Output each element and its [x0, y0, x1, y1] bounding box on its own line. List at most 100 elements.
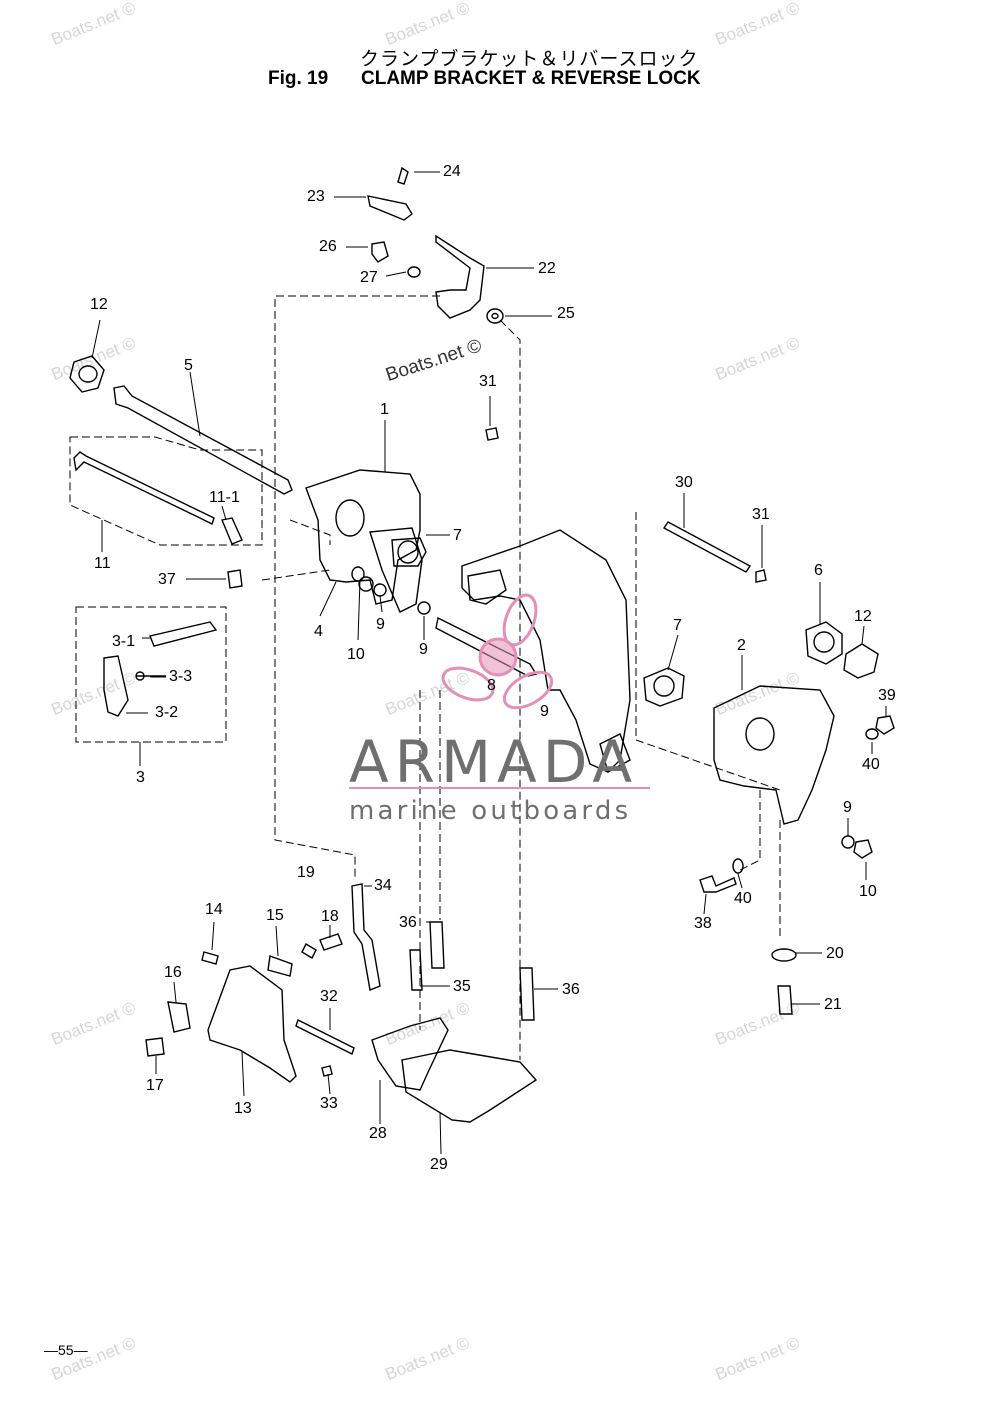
callout-11-1: 11-1 — [209, 489, 240, 506]
part-7-bushing — [643, 667, 685, 707]
figure-title: CLAMP BRACKET & REVERSE LOCK — [361, 68, 701, 89]
callout-29: 29 — [430, 1156, 448, 1173]
callout-9-a: 9 — [376, 616, 385, 633]
callout-8: 8 — [487, 677, 496, 694]
callout-11: 11 — [94, 555, 111, 572]
part-15-sleeve — [267, 955, 293, 977]
callout-28: 28 — [369, 1125, 387, 1142]
callout-7-right: 7 — [673, 617, 682, 634]
callout-31-right: 31 — [752, 506, 770, 523]
leader-line — [189, 371, 201, 437]
part-36-spring — [429, 921, 445, 969]
leader-line — [385, 271, 407, 277]
part-10-nut — [358, 576, 374, 592]
callout-17: 17 — [146, 1077, 164, 1094]
callout-4: 4 — [314, 623, 323, 640]
callout-13: 13 — [234, 1100, 252, 1117]
callout-14: 14 — [205, 901, 223, 918]
part-40-washer — [865, 728, 879, 740]
callout-3: 3 — [136, 769, 145, 786]
callout-9-c: 9 — [540, 703, 549, 720]
callout-26: 26 — [319, 238, 337, 255]
part-12-bushing — [69, 355, 105, 393]
leader-line — [357, 579, 361, 641]
leader-line — [275, 925, 279, 957]
part-36-spring — [519, 967, 535, 1021]
part-9-washer — [417, 601, 431, 615]
part-10-nut — [853, 839, 873, 859]
callout-15: 15 — [266, 907, 284, 924]
callout-40-right: 40 — [862, 756, 880, 773]
part-4-screw — [351, 566, 365, 582]
part-29-frame — [401, 1049, 538, 1123]
callout-16: 16 — [164, 964, 182, 981]
callout-35: 35 — [453, 978, 471, 995]
part-14-pin — [201, 951, 219, 965]
leader-line — [379, 595, 383, 613]
callout-3-3: 3-3 — [169, 668, 193, 685]
assembly-line — [75, 606, 227, 743]
callout-3-1: 3-1 — [112, 633, 136, 650]
part-3-2-cam — [103, 655, 129, 717]
part-20-cap — [771, 948, 797, 962]
part-1-clamp-bracket — [305, 469, 421, 605]
callout-1: 1 — [380, 401, 389, 418]
part-26-bolt — [371, 241, 389, 263]
callout-9-d: 9 — [843, 799, 852, 816]
callout-36-left: 36 — [399, 914, 417, 931]
part-34-link — [351, 883, 381, 991]
part-33-clip — [321, 1065, 333, 1077]
part-11-rod — [73, 451, 215, 525]
callout-36-right: 36 — [562, 981, 580, 998]
leader-line — [221, 505, 227, 521]
page-number: —55— — [44, 1342, 88, 1358]
part-32-pin — [295, 1019, 355, 1055]
leader-line — [703, 893, 707, 915]
part-31-clip — [755, 569, 767, 583]
part-12-bushing — [843, 643, 879, 679]
part-38-bolt — [699, 875, 737, 893]
callout-27: 27 — [360, 269, 378, 286]
callout-6: 6 — [814, 562, 823, 579]
callout-34: 34 — [374, 877, 392, 894]
part-30-shaft — [662, 521, 752, 573]
callout-9-b: 9 — [419, 641, 428, 658]
part-24-screw — [397, 166, 409, 185]
leader-line — [91, 319, 101, 359]
part-37-plate — [227, 569, 243, 589]
callout-39: 39 — [878, 687, 896, 704]
callout-30: 30 — [675, 474, 693, 491]
callout-18: 18 — [321, 908, 339, 925]
leader-line — [241, 1051, 245, 1097]
brand-name: ARMADA — [349, 728, 639, 796]
part-17-bolt — [145, 1037, 165, 1057]
part-27-washer — [407, 266, 421, 278]
callout-21: 21 — [824, 996, 842, 1013]
part-22-lever — [435, 234, 485, 319]
part-2-clamp-bracket — [713, 685, 835, 825]
part-18-spring — [319, 933, 343, 951]
part-39-nut — [875, 715, 895, 735]
assembly-line — [261, 569, 331, 581]
callout-24: 24 — [443, 163, 461, 180]
part-40-washer — [732, 858, 744, 874]
callout-10-left: 10 — [347, 646, 365, 663]
figure-number: Fig. 19 — [268, 68, 329, 89]
leader-line — [439, 1111, 442, 1155]
assembly-line — [289, 519, 331, 545]
callout-40-bottom: 40 — [734, 890, 752, 907]
part-19-screw — [301, 943, 317, 959]
part-5-through-bolt — [113, 385, 293, 495]
callout-31-top: 31 — [479, 373, 497, 390]
callout-22: 22 — [538, 260, 556, 277]
assembly-line — [274, 295, 440, 880]
leader-line — [319, 581, 337, 617]
callout-5: 5 — [184, 357, 193, 374]
callout-38: 38 — [694, 915, 712, 932]
assembly-line — [499, 319, 521, 1060]
callout-25: 25 — [557, 305, 575, 322]
brand-tagline: marine outboards — [349, 796, 632, 826]
assembly-line — [69, 436, 263, 546]
leader-line — [861, 625, 865, 645]
